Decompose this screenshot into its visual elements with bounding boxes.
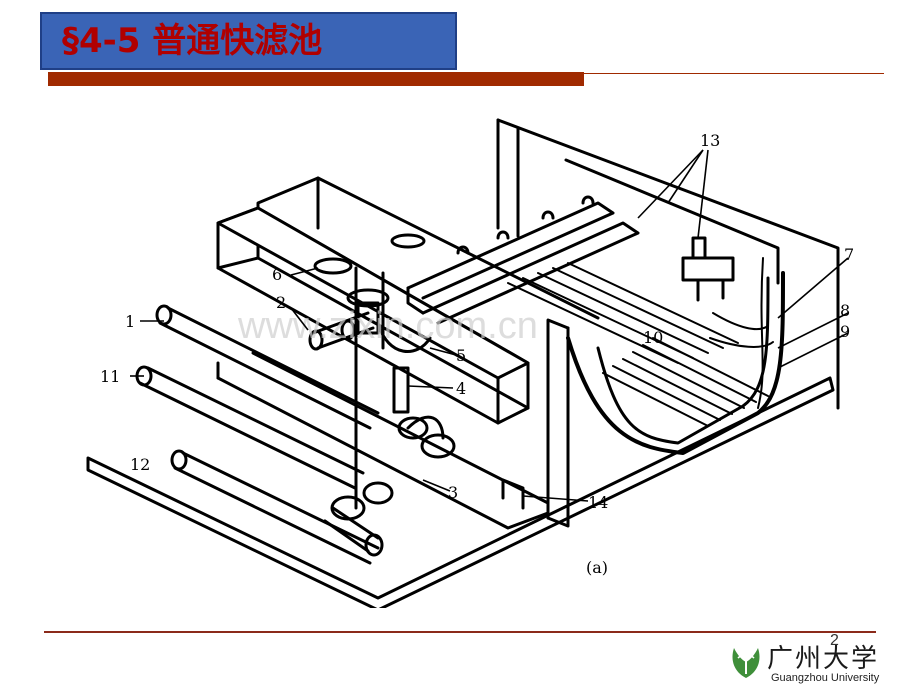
label-3: 3 <box>448 483 458 502</box>
slide-title: §4-5 普通快滤池 <box>62 21 323 61</box>
label-4: 4 <box>456 379 466 398</box>
gullet <box>681 256 735 282</box>
tank-back-wall <box>496 118 840 410</box>
diagram-caption: (a) <box>586 558 608 577</box>
pipe-4 <box>392 366 410 414</box>
tank-inner-bottom <box>596 276 770 445</box>
label-1: 1 <box>125 312 135 331</box>
label-2: 2 <box>276 293 286 312</box>
university-logo: 广州大学 Guangzhou University <box>722 634 912 688</box>
label-5: 5 <box>456 346 466 365</box>
title-accent-bar <box>48 72 584 86</box>
watermark: www.zixin.com.cn <box>237 305 538 347</box>
footer-rule <box>44 631 876 633</box>
label-12: 12 <box>130 455 150 474</box>
label-6: 6 <box>272 265 282 284</box>
base-plate <box>86 376 835 608</box>
pipe-12 <box>170 449 380 565</box>
pipe-1 <box>155 304 380 430</box>
label-9: 9 <box>840 322 850 341</box>
label-11: 11 <box>100 367 120 386</box>
label-14: 14 <box>588 493 608 512</box>
filter-media <box>712 312 769 331</box>
pipe-11 <box>135 365 365 490</box>
title-rule <box>584 73 884 74</box>
logo-emblem-icon <box>732 646 760 678</box>
label-10: 10 <box>643 328 663 347</box>
logo-name-cn: 广州大学 <box>767 644 880 674</box>
tank-front-wall <box>546 326 570 528</box>
label-7: 7 <box>844 245 854 264</box>
title-box <box>40 12 457 70</box>
label-13: 13 <box>700 131 720 150</box>
filter-diagram: www.zixin.com.cn 1 2 3 4 5 6 7 8 9 10 11… <box>86 118 854 608</box>
logo-name-en: Guangzhou University <box>771 672 880 684</box>
page-number: 2 <box>830 632 839 649</box>
label-8: 8 <box>840 301 850 320</box>
